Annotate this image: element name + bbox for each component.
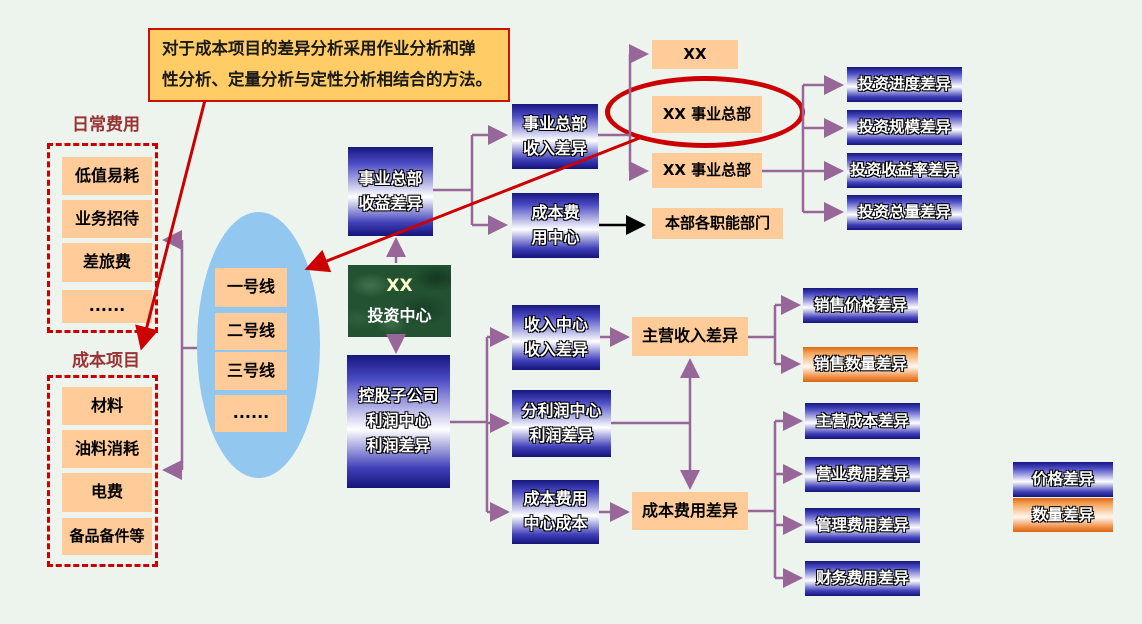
- node-main-revenue-variance: 主营收入差异: [632, 317, 748, 356]
- node-operating-expense-variance: 营业费用差异: [805, 457, 920, 492]
- node-cost-expense-variance: 成本费用差异: [632, 492, 748, 530]
- cost-item: 油料消耗: [62, 430, 152, 468]
- node-financial-expense-variance: 财务费用差异: [805, 561, 920, 596]
- line-item: 三号线: [215, 352, 287, 390]
- node-revenue-center: 收入中心 收入差异: [512, 305, 600, 370]
- cost-item: 材料: [62, 387, 152, 425]
- legend-price-variance: 价格差异: [1013, 462, 1113, 497]
- cost-items-group-box: [47, 375, 158, 567]
- cost-item: 电费: [62, 473, 152, 512]
- group-title-daily-expenses: 日常费用: [72, 115, 140, 135]
- node-investment-progress-variance: 投资进度差异: [847, 67, 962, 102]
- node-hq-profit-variance: 事业总部 收益差异: [348, 147, 433, 236]
- daily-expense-item-more: ......: [62, 290, 152, 323]
- investment-center-name-label: 投资中心: [367, 305, 432, 325]
- node-hq-revenue-variance: 事业总部 收入差异: [512, 104, 598, 169]
- line-item: 二号线: [215, 313, 287, 350]
- node-sales-price-variance: 销售价格差异: [803, 288, 918, 323]
- node-xx-hq: XX 事业总部: [652, 153, 762, 188]
- annotation-note: 对于成本项目的差异分析采用作业分析和弹 性分析、定量分析与定性分析相结合的方法。: [148, 28, 510, 102]
- node-investment-scale-variance: 投资规模差异: [847, 110, 962, 145]
- node-cost-center-cost: 成本费用 中心成本: [512, 480, 599, 544]
- investment-center-xx-label: XX: [386, 276, 413, 297]
- node-investment-return-rate-variance: 投资收益率差异: [847, 153, 962, 188]
- node-sub-profit-center: 分利润中心 利润差异: [512, 390, 611, 457]
- daily-expense-item: 低值易耗: [62, 157, 152, 195]
- daily-expense-item: 业务招待: [62, 200, 152, 238]
- node-subsidiary-profit-variance: 控股子公司 利润中心 利润差异: [347, 355, 450, 488]
- node-admin-expense-variance: 管理费用差异: [805, 508, 920, 543]
- node-main-cost-variance: 主营成本差异: [805, 403, 920, 439]
- line-item-more: ......: [215, 395, 287, 432]
- node-investment-total-variance: 投资总量差异: [847, 195, 962, 230]
- node-cost-expense-center: 成本费 用中心: [512, 193, 599, 258]
- node-hq-departments: 本部各职能部门: [652, 208, 783, 239]
- legend-quantity-variance: 数量差异: [1013, 498, 1113, 532]
- node-investment-center: XX 投资中心: [348, 265, 451, 337]
- daily-expense-item: 差旅费: [62, 243, 152, 282]
- cost-item: 备品备件等: [62, 518, 152, 555]
- node-xx: XX: [652, 40, 738, 69]
- line-item: 一号线: [215, 268, 287, 307]
- red-highlight-circle: [605, 76, 805, 148]
- node-sales-quantity-variance: 销售数量差异: [803, 347, 918, 382]
- group-title-cost-items: 成本项目: [72, 351, 140, 371]
